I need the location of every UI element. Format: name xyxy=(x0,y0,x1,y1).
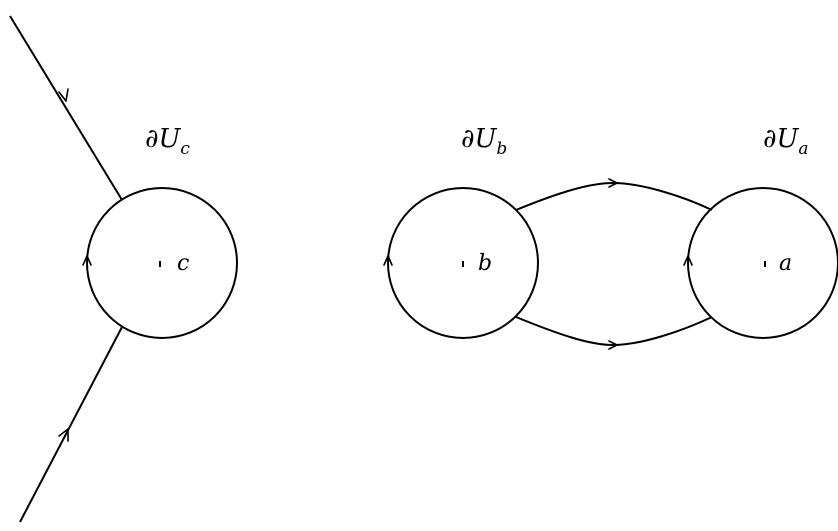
boundary-label-a: ∂Ua xyxy=(763,124,809,159)
arrow-lower-curve xyxy=(608,340,618,350)
circle-dUb xyxy=(387,187,539,339)
arrow-upper-ray xyxy=(58,88,69,102)
boundary-sub-b: b xyxy=(496,139,507,159)
point-c-dot xyxy=(159,261,161,267)
circle-dUc xyxy=(86,187,238,339)
arrow-lower-ray xyxy=(58,428,69,442)
boundary-sub-a: a xyxy=(798,139,808,159)
ray-upper-c xyxy=(9,15,123,201)
ray-lower-c xyxy=(19,326,123,523)
boundary-symbol-a: ∂U xyxy=(763,124,799,154)
arrow-circle-c xyxy=(82,255,92,266)
boundary-symbol-b: ∂U xyxy=(461,124,497,154)
arrow-upper-curve xyxy=(608,178,618,188)
boundary-sub-c: c xyxy=(180,139,190,159)
point-label-a: a xyxy=(779,251,792,276)
point-b-dot xyxy=(462,261,464,267)
point-label-c: c xyxy=(177,251,189,276)
boundary-symbol-c: ∂U xyxy=(145,124,181,154)
boundary-label-c: ∂Uc xyxy=(145,124,190,159)
boundary-label-b: ∂Ub xyxy=(461,124,507,159)
circle-dUa xyxy=(687,187,838,339)
point-a-dot xyxy=(764,261,766,267)
lower-connecting-curve xyxy=(515,316,713,347)
arrow-circle-a xyxy=(683,255,693,266)
upper-connecting-curve xyxy=(515,181,713,211)
point-label-b: b xyxy=(478,251,492,276)
arrow-circle-b xyxy=(383,255,393,266)
